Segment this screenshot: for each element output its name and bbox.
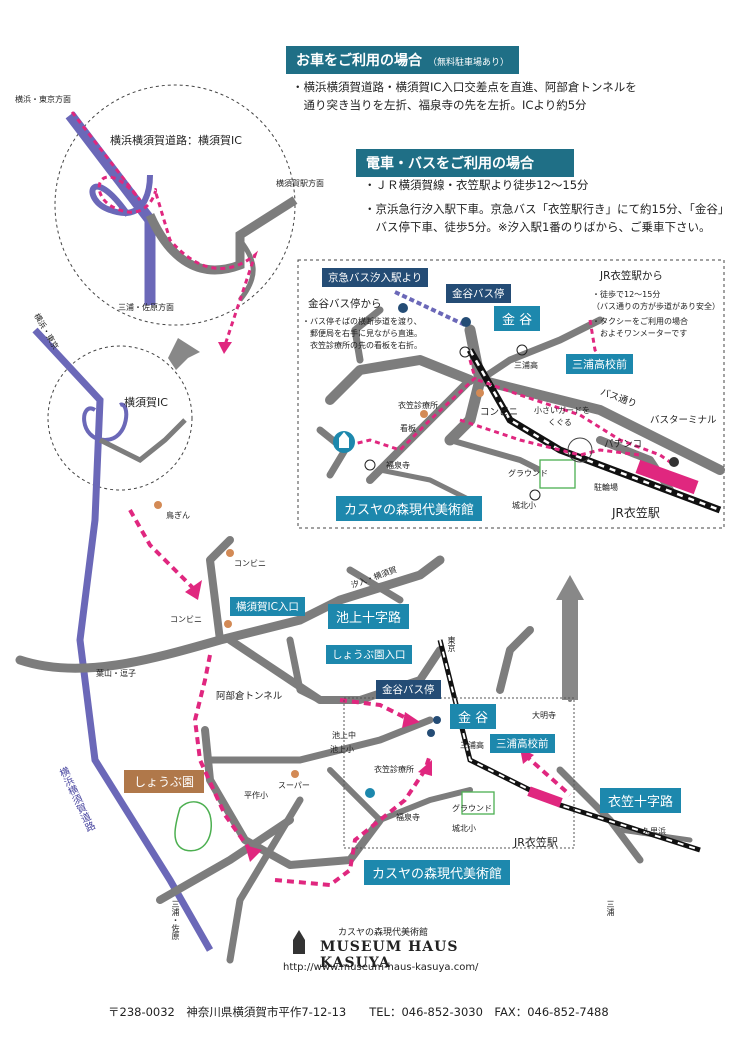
inset-ic-circle bbox=[54, 84, 298, 354]
detail-kanaya-stop: 金谷バス停 bbox=[446, 284, 511, 303]
train-note-line1: ・ＪＲ横須賀線・衣笠駅より徒歩12〜15分 bbox=[364, 178, 589, 192]
detail-pachinko: パチンコ bbox=[604, 439, 643, 450]
expressway-line bbox=[32, 327, 214, 952]
detail-sign: 看板 bbox=[400, 424, 416, 433]
car-note-line2: 通り突き当りを左折、福泉寺の先を左折。ICより約5分 bbox=[292, 98, 587, 112]
main-miura-sahara: 三浦・佐原 bbox=[171, 900, 180, 940]
detail-conveni: コンビニ bbox=[480, 407, 519, 418]
main-super: スーパー bbox=[278, 781, 310, 790]
train-note-line2: ・京浜急行汐入駅下車。京急バス「衣笠駅行き」にて約15分、「金谷」 bbox=[364, 202, 730, 216]
detail-keikyu: 京急バス汐入駅より bbox=[322, 268, 429, 287]
train-title-text: 電車・バスをご利用の場合 bbox=[366, 156, 534, 172]
detail-fukusenji: 福泉寺 bbox=[386, 461, 410, 470]
small-ic-circle bbox=[47, 345, 193, 491]
main-daimyoji: 大明寺 bbox=[532, 711, 556, 720]
museum-url[interactable]: http://www.museum-haus-kasuya.com/ bbox=[283, 962, 479, 973]
detail-from-stop: 金谷バス停から bbox=[308, 298, 382, 310]
detail-jr-note1: ・徒歩で12〜15分 bbox=[592, 290, 661, 299]
main-ic-label: 横須賀IC bbox=[124, 396, 168, 409]
detail-miura-short: 三浦高 bbox=[514, 361, 538, 370]
detail-stop-note1: ・バス停そばの横断歩道を渡り、 bbox=[302, 317, 422, 326]
main-ic-entrance: 横須賀IC入口 bbox=[230, 597, 305, 616]
detail-jououshi: 城北小 bbox=[512, 501, 536, 510]
detail-kanaya: 金 谷 bbox=[494, 306, 541, 331]
detail-station: JR衣笠駅 bbox=[612, 506, 660, 520]
station-area-box bbox=[343, 697, 575, 849]
arrow-up-main-icon bbox=[556, 575, 584, 700]
main-torizen: 鳥ぎん bbox=[166, 511, 190, 520]
arrow-up-icon bbox=[168, 338, 200, 370]
logo-en: MUSEUM HAUS KASUYA bbox=[320, 939, 459, 971]
main-conveni-1: コンビニ bbox=[234, 559, 266, 568]
detail-ground: グラウンド bbox=[508, 469, 548, 478]
car-subtitle: （無料駐車場あり） bbox=[428, 58, 510, 68]
logo-jp: カスヤの森現代美術館 bbox=[338, 928, 429, 938]
detail-jr-note3: ・タクシーをご利用の場合 bbox=[592, 317, 688, 326]
detail-bus-terminal: バスターミナル bbox=[650, 415, 717, 426]
main-fukusenji: 福泉寺 bbox=[396, 813, 420, 822]
main-tokyo: 東京 bbox=[447, 636, 456, 652]
car-note: ・横浜横須賀道路・横須賀IC入口交差点を直進、阿部倉トンネルを 通り突き当りを左… bbox=[292, 78, 637, 114]
main-station: JR衣笠駅 bbox=[514, 836, 558, 849]
car-note-line1: ・横浜横須賀道路・横須賀IC入口交差点を直進、阿部倉トンネルを bbox=[292, 80, 637, 94]
main-ground: グラウンド bbox=[452, 804, 492, 813]
main-kanaya: 金 谷 bbox=[450, 704, 497, 729]
main-shobuen-ent: しょうぶ園入口 bbox=[326, 645, 412, 664]
main-heisaku: 平作小 bbox=[244, 791, 268, 800]
detail-stop-note3: 衣笠診療所の先の看板を右折。 bbox=[302, 341, 422, 350]
museum-logo: カスヤの森現代美術館 MUSEUM HAUS KASUYA bbox=[290, 925, 500, 971]
detail-parking: 駐輪場 bbox=[594, 483, 618, 492]
shobuen-area bbox=[174, 801, 212, 852]
main-museum: カスヤの森現代美術館 bbox=[364, 860, 511, 885]
main-miura-short: 三浦高 bbox=[460, 741, 484, 750]
main-shobuen: しょうぶ園 bbox=[124, 770, 205, 793]
inset-bottom: 三浦・佐原方面 bbox=[118, 303, 174, 312]
main-ikegami-jhs: 池上中 bbox=[332, 731, 356, 740]
main-roads bbox=[15, 536, 693, 964]
train-title: 電車・バスをご利用の場合 bbox=[356, 149, 574, 177]
main-route bbox=[128, 509, 572, 888]
detail-guard1: 小さいガードを bbox=[534, 406, 590, 415]
main-conveni-2: コンビニ bbox=[170, 615, 202, 624]
detail-jr-note2: （バス通りの方が歩道があり安全） bbox=[592, 302, 720, 311]
car-title: お車をご利用の場合 （無料駐車場あり） bbox=[286, 46, 520, 74]
detail-miura-hs: 三浦高校前 bbox=[566, 354, 633, 374]
main-jououshi: 城北小 bbox=[452, 824, 476, 833]
main-kinugasa: 衣笠十字路 bbox=[600, 788, 682, 813]
train-note-line3: バス停下車、徒歩5分。※汐入駅1番のりばから、ご乗車下さい。 bbox=[364, 220, 711, 234]
main-clinic: 衣笠診療所 bbox=[374, 765, 414, 774]
car-title-text: お車をご利用の場合 bbox=[296, 53, 422, 69]
main-ikegami: 池上十字路 bbox=[328, 604, 410, 629]
detail-clinic: 衣笠診療所 bbox=[398, 401, 438, 410]
main-ikegami-es: 池上小 bbox=[330, 745, 354, 754]
detail-guard2: くぐる bbox=[548, 418, 572, 427]
main-kurihama: 久里浜 bbox=[642, 827, 666, 836]
inset-title: 横浜横須賀道路：横須賀IC bbox=[110, 134, 242, 147]
detail-museum: カスヤの森現代美術館 bbox=[336, 496, 483, 521]
footer-address: 〒238-0032 神奈川県横須賀市平作7-12-13 TEL：046-852-… bbox=[108, 1005, 609, 1019]
inset-top-left: 横浜・東京方面 bbox=[15, 95, 71, 104]
train-note: ・ＪＲ横須賀線・衣笠駅より徒歩12〜15分 ・京浜急行汐入駅下車。京急バス「衣笠… bbox=[364, 176, 729, 236]
rail-main bbox=[437, 639, 701, 853]
main-tunnel: 阿部倉トンネル bbox=[216, 691, 283, 702]
inset-right: 横須賀駅方面 bbox=[276, 179, 324, 188]
detail-jr-note4: およそワンメーターです bbox=[592, 329, 688, 338]
main-kanaya-stop: 金谷バス停 bbox=[376, 680, 441, 699]
main-hayama: 葉山・逗子 bbox=[96, 669, 136, 678]
main-miura: 三浦 bbox=[606, 900, 615, 916]
detail-jr-from: JR衣笠駅から bbox=[600, 270, 663, 282]
detail-stop-note2: 郵便局を右手に見ながら直進。 bbox=[302, 329, 422, 338]
main-miura-hs: 三浦高校前 bbox=[490, 734, 555, 753]
